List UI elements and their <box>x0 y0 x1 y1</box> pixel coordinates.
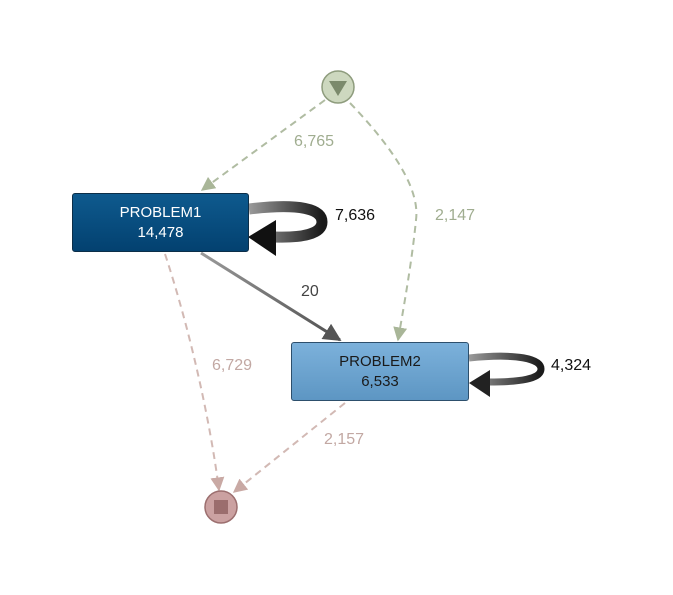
node-problem2-count: 6,533 <box>361 373 399 390</box>
label-problem2-loop: 4,324 <box>551 357 592 374</box>
node-problem2-name: PROBLEM2 <box>339 353 421 370</box>
label-problem1-loop: 7,636 <box>335 207 376 224</box>
node-problem1[interactable]: PROBLEM1 14,478 <box>72 193 249 252</box>
loop-problem2[interactable] <box>468 352 545 397</box>
edge-problem1-to-end[interactable] <box>164 253 225 492</box>
node-problem1-name: PROBLEM1 <box>119 204 202 221</box>
label-problem1-to-end: 6,729 <box>212 357 253 374</box>
label-problem1-to-problem2: 20 <box>301 283 319 300</box>
label-problem2-to-end: 2,157 <box>324 431 365 448</box>
end-node[interactable] <box>204 490 238 524</box>
label-start-to-problem1: 6,765 <box>294 133 335 150</box>
edge-start-to-problem1[interactable] <box>200 99 326 191</box>
start-node[interactable] <box>321 70 355 104</box>
edge-problem1-to-problem2[interactable] <box>200 251 342 342</box>
label-start-to-problem2: 2,147 <box>435 207 476 224</box>
stop-square-icon <box>214 500 228 514</box>
node-problem2[interactable]: PROBLEM2 6,533 <box>291 342 469 401</box>
loop-problem1[interactable] <box>248 201 328 256</box>
triangle-down-icon <box>329 81 347 96</box>
node-problem1-count: 14,478 <box>137 224 184 241</box>
edge-start-to-problem2[interactable] <box>349 102 418 342</box>
